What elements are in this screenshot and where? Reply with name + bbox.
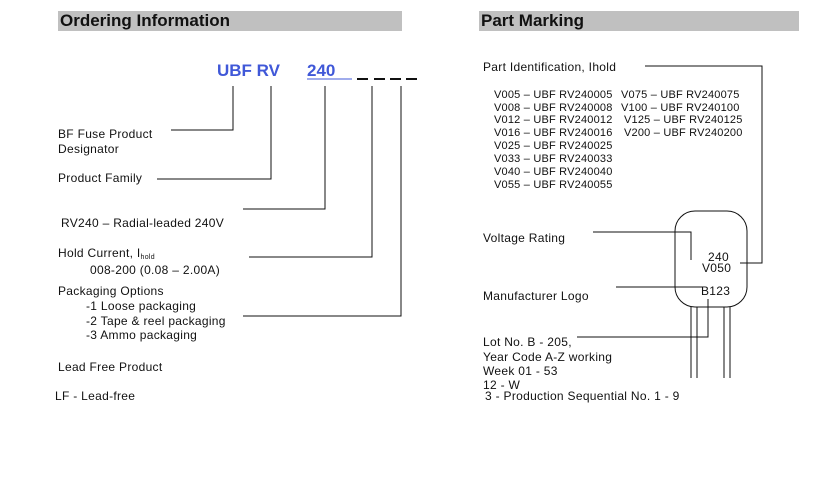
device-text-b123: B123: [701, 284, 731, 298]
line-packaging: [243, 86, 402, 317]
line-part-id: [645, 65, 763, 264]
line-voltage: [593, 231, 692, 260]
voltage-rating-label: Voltage Rating: [483, 231, 566, 245]
lead-free-title: Lead Free Product: [58, 360, 163, 374]
code-list-right-4: V200 – UBF RV240200: [624, 127, 743, 139]
designator-line1: BF Fuse Product: [58, 127, 153, 141]
code-list-left-8: V055 – UBF RV240055: [494, 179, 613, 191]
device-text-v050: V050: [702, 261, 732, 275]
lead-free-code: LF - Lead-free: [55, 389, 136, 403]
code-list-right-2: V100 – UBF RV240100: [621, 102, 740, 114]
hold-subscript: hold: [140, 254, 155, 261]
code-prefix: UBF RV: [217, 61, 280, 80]
line-rv240: [243, 86, 326, 210]
hold-current: Hold Current, Ihold: [58, 246, 155, 261]
device-text-240: 240: [708, 250, 729, 264]
code-list-left-4: V016 – UBF RV240016: [494, 127, 613, 139]
packaging-option-2: -2 Tape & reel packaging: [86, 314, 226, 328]
device-body: [674, 210, 748, 308]
lot-line-2: Year Code A-Z working: [483, 350, 613, 364]
code-list-left-1: V005 – UBF RV240005: [494, 89, 613, 101]
lot-line-3: Week 01 - 53: [483, 364, 558, 378]
code-list-left-6: V033 – UBF RV240033: [494, 153, 613, 165]
line-designator: [171, 86, 234, 131]
code-list-left-2: V008 – UBF RV240008: [494, 102, 613, 114]
code-voltage: 240: [307, 61, 336, 80]
code-list-left-5: V025 – UBF RV240025: [494, 140, 613, 152]
code-list-right-3: V125 – UBF RV240125: [624, 114, 743, 126]
manufacturer-logo-label: Manufacturer Logo: [483, 289, 589, 303]
code-list-right-1: V075 – UBF RV240075: [621, 89, 740, 101]
line-hold: [249, 86, 373, 258]
part-id-label: Part Identification, Ihold: [483, 60, 617, 74]
hold-range: 008-200 (0.08 – 2.00A): [90, 263, 221, 277]
lot-line-4: 12 - W: [483, 378, 521, 392]
ordering-heading: Ordering Information: [58, 11, 402, 31]
marking-heading: Part Marking: [479, 11, 799, 31]
hold-label: Hold Current, I: [58, 246, 141, 260]
product-family: Product Family: [58, 171, 143, 185]
code-list-left-3: V012 – UBF RV240012: [494, 114, 613, 126]
sequential-no: 3 - Production Sequential No. 1 - 9: [485, 389, 680, 403]
packaging-option-3: -3 Ammo packaging: [86, 328, 198, 342]
line-family: [157, 86, 272, 180]
lot-line-1: Lot No. B - 205,: [483, 335, 572, 349]
packaging-title: Packaging Options: [58, 284, 164, 298]
designator-line2: Designator: [58, 142, 120, 156]
code-list-left-7: V040 – UBF RV240040: [494, 166, 613, 178]
line-lot: [577, 299, 709, 338]
packaging-option-1: -1 Loose packaging: [86, 299, 197, 313]
rv240-desc: RV240 – Radial-leaded 240V: [61, 216, 225, 230]
